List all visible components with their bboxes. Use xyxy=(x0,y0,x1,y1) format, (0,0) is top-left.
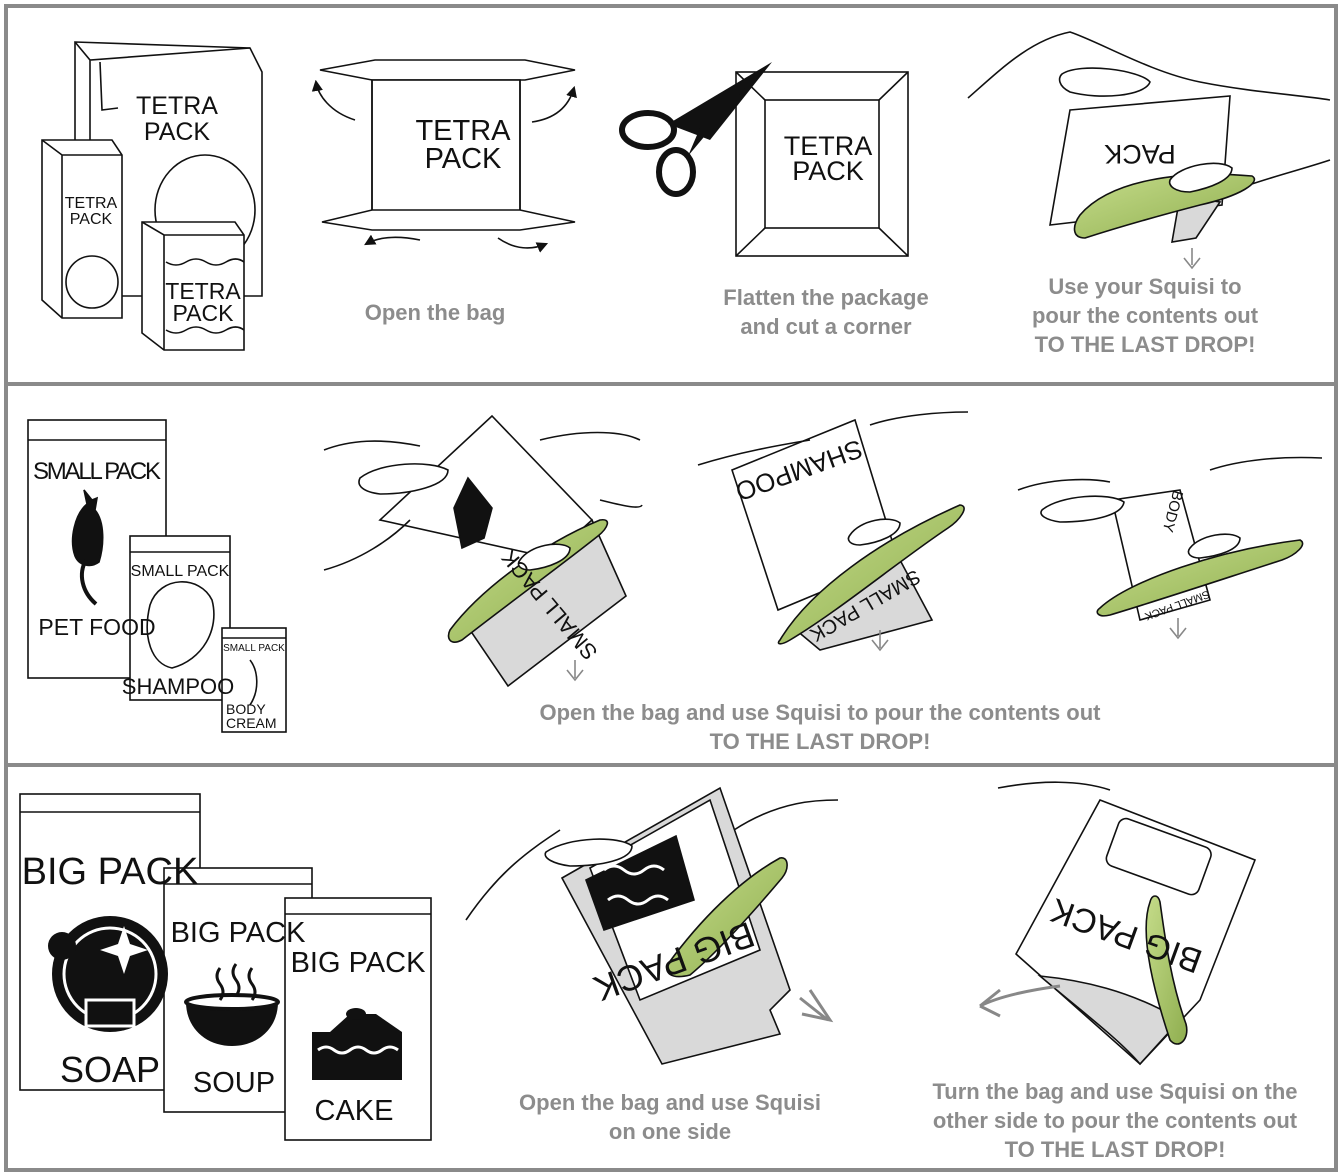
small-hand-step1 xyxy=(323,414,643,688)
big-pack-label-cake: BIG PACK xyxy=(291,947,426,979)
small-pack-label-2: SMALL PACK xyxy=(131,563,230,580)
body-cream-label-1: BODY xyxy=(226,701,266,717)
woman-face-drawing xyxy=(146,581,215,669)
caption-turn-line3: TO THE LAST DROP! xyxy=(1004,1137,1226,1162)
caption-flatten-line2: and cut a corner xyxy=(740,314,912,339)
tetra-label-open-1: TETRA xyxy=(415,115,511,147)
tetra-opened-carton xyxy=(311,59,577,253)
tetra-label-medium-1: TETRA xyxy=(65,195,118,212)
tetra-flattened-carton xyxy=(735,71,909,257)
caption-turn-line1: Turn the bag and use Squisi on the xyxy=(932,1079,1298,1104)
small-hand-step3 xyxy=(1017,456,1323,640)
caption-use-squisi: Use your Squisi to pour the contents out… xyxy=(1000,272,1290,359)
tetra-label-small-1: TETRA xyxy=(165,278,241,304)
body-cream-label-2: CREAM xyxy=(226,715,277,731)
caption-flatten: Flatten the package and cut a corner xyxy=(690,283,962,341)
tetra-label-flat-1: TETRA xyxy=(784,131,873,161)
caption-open-bag: Open the bag xyxy=(364,300,506,325)
shampoo-label: SHAMPOO xyxy=(122,674,234,699)
small-packs-group xyxy=(27,419,287,733)
cake-icon xyxy=(312,1008,402,1080)
small-hand-step2 xyxy=(697,411,969,652)
tetra-label-small-2: PACK xyxy=(173,300,235,326)
tetra-label-squisi: PACK xyxy=(1104,139,1176,169)
caption-one-side-line2: on one side xyxy=(608,1119,732,1144)
big-hand-step1 xyxy=(465,786,839,1065)
caption-one-side: Open the bag and use Squisi on one side xyxy=(480,1088,860,1146)
caption-use-line1: Use your Squisi to xyxy=(1048,274,1242,299)
small-pack-label-1: SMALL PACK xyxy=(33,458,161,485)
caption-use-line3: TO THE LAST DROP! xyxy=(1034,332,1256,357)
tetra-hand-squisi xyxy=(967,31,1331,270)
caption-small-line1: Open the bag and use Squisi to pour the … xyxy=(539,700,1101,725)
pet-food-label: PET FOOD xyxy=(38,614,155,640)
soap-hands-icon xyxy=(48,916,168,1032)
cake-label: CAKE xyxy=(315,1095,394,1127)
big-pack-label-soap: BIG PACK xyxy=(22,851,199,893)
big-hand-step2 xyxy=(979,781,1257,1066)
tetra-label-open-2: PACK xyxy=(425,143,502,175)
caption-use-line2: pour the contents out xyxy=(1031,303,1259,328)
caption-flatten-line1: Flatten the package xyxy=(723,285,929,310)
scissors-icon xyxy=(619,62,772,197)
small-pack-label-3: SMALL PACK xyxy=(223,643,285,654)
caption-small-line2: TO THE LAST DROP! xyxy=(709,729,931,754)
soup-bowl-icon xyxy=(184,963,280,1046)
big-pack-label-soup: BIG PACK xyxy=(171,917,306,949)
caption-small-pack: Open the bag and use Squisi to pour the … xyxy=(470,698,1170,756)
caption-turn-line2: other side to pour the contents out xyxy=(932,1108,1298,1133)
tetra-label-large-1: TETRA xyxy=(136,92,218,120)
tetra-label-medium-2: PACK xyxy=(70,211,113,228)
caption-turn-bag: Turn the bag and use Squisi on the other… xyxy=(895,1077,1335,1164)
soup-label: SOUP xyxy=(193,1067,275,1099)
caption-one-side-line1: Open the bag and use Squisi xyxy=(519,1090,821,1115)
tetra-label-large-2: PACK xyxy=(144,118,211,146)
tomato-small-drawing xyxy=(65,255,119,309)
soap-label: SOAP xyxy=(60,1049,160,1090)
tetra-cartons-group xyxy=(41,41,263,351)
tetra-label-flat-2: PACK xyxy=(792,156,864,186)
